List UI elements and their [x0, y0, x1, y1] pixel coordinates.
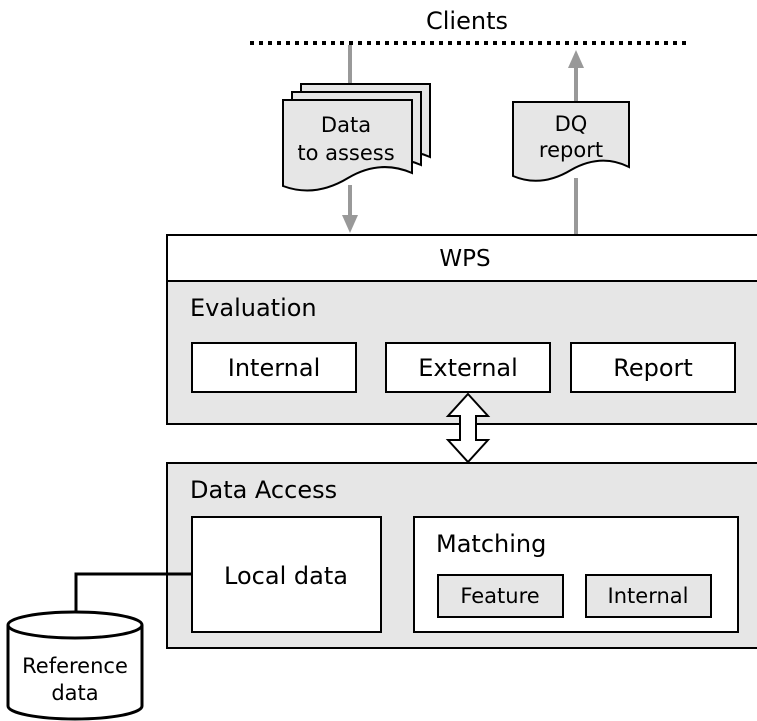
dq-report-document-icon — [512, 101, 630, 182]
data-arrow-head — [342, 215, 358, 233]
dq-doc-line1: DQ — [555, 112, 588, 136]
evaluation-title: Evaluation — [190, 294, 317, 322]
matching-title: Matching — [436, 530, 546, 558]
data-doc-line1: Data — [321, 113, 371, 137]
reference-line2: data — [51, 681, 98, 705]
eval-box-external — [385, 342, 551, 393]
eval-box-report — [570, 342, 736, 393]
eval-box-external-label: External — [418, 354, 518, 382]
data-access-title: Data Access — [190, 476, 337, 504]
dq-doc-line2: report — [539, 138, 603, 162]
eval-box-report-label: Report — [613, 354, 693, 382]
reference-data-cylinder-icon — [6, 610, 144, 721]
eval-box-internal-label: Internal — [228, 354, 321, 382]
matching-feature-box — [437, 574, 564, 618]
matching-internal-box — [585, 574, 712, 618]
reference-line1: Reference — [22, 654, 128, 678]
local-data-label: Local data — [224, 562, 348, 590]
eval-box-internal — [191, 342, 357, 393]
dq-arrow-head — [568, 50, 584, 68]
wps-label: WPS — [439, 246, 490, 272]
matching-internal-label: Internal — [608, 584, 689, 608]
matching-feature-label: Feature — [460, 584, 539, 608]
clients-label: Clients — [426, 7, 508, 35]
data-to-assess-document-icon — [282, 83, 431, 192]
data-doc-line2: to assess — [297, 141, 394, 165]
reference-connector-line — [74, 572, 192, 625]
wps-header-box — [166, 234, 757, 282]
